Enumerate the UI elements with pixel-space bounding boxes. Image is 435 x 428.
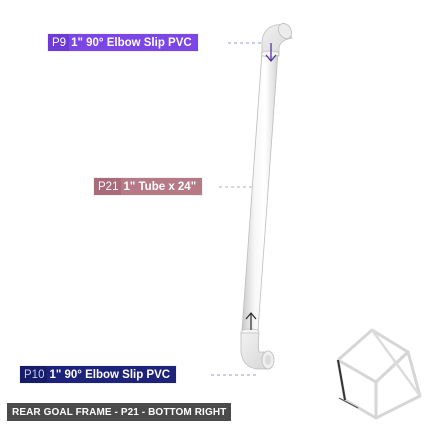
part-id: P10 <box>20 366 48 383</box>
up-arrow-icon <box>245 312 257 330</box>
part-id: P21 <box>94 178 122 195</box>
elbow-p10 <box>240 328 275 370</box>
frame-thumbnail <box>336 328 422 420</box>
part-id: P9 <box>48 34 70 51</box>
part-label-p9: P9 1" 90° Elbow Slip PVC <box>48 34 198 51</box>
tube-p21 <box>241 51 279 331</box>
down-arrow-icon <box>265 43 277 62</box>
part-name: 1" 90° Elbow Slip PVC <box>71 36 192 49</box>
part-name: 1" 90° Elbow Slip PVC <box>49 368 171 381</box>
part-name: 1" Tube x 24" <box>123 180 197 193</box>
elbow-p9 <box>260 23 293 58</box>
part-label-p21: P21 1" Tube x 24" <box>94 178 203 195</box>
step-title: REAR GOAL FRAME - P21 - BOTTOM RIGHT <box>7 403 232 421</box>
part-label-p10: P10 1" 90° Elbow Slip PVC <box>20 366 177 383</box>
